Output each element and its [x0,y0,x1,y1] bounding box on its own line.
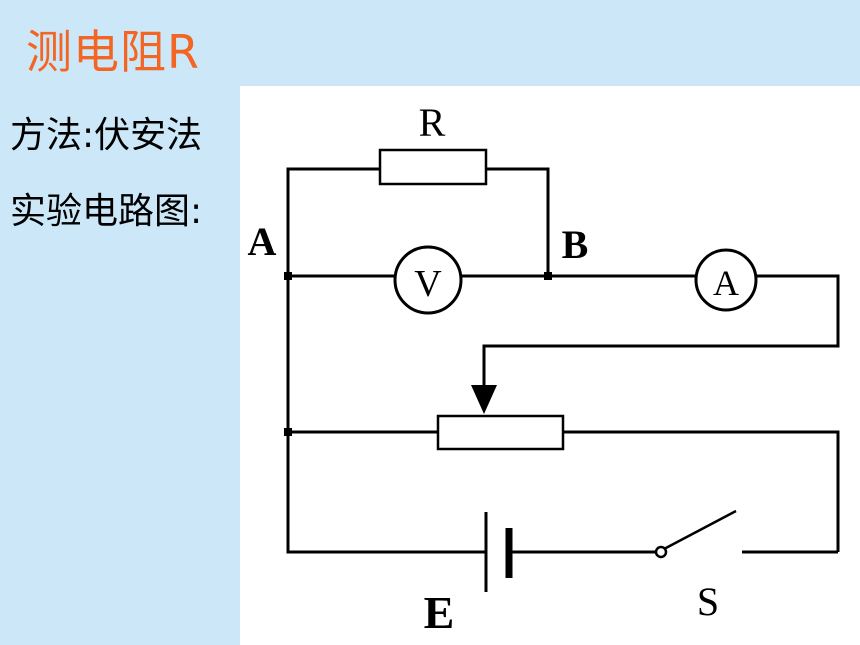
slider-arrow-icon [471,385,497,414]
wire-top-branch [286,167,550,276]
junction-a-bottom [284,428,292,436]
ammeter [694,248,758,312]
slide-title: 测电阻R [26,25,200,79]
node-a-label: A [248,219,277,264]
junction-a-top [284,272,292,280]
junction-b [544,272,552,280]
wire-rheostat-row [286,276,840,552]
method-text: 方法:伏安法 [10,115,203,156]
ammeter-label: A [713,263,739,303]
voltmeter [393,245,463,315]
circuit-text: 实验电路图: [10,191,203,232]
wire-main-line [288,274,840,385]
switch-blade [663,509,737,551]
resistor-r [378,148,488,186]
wire-bottom-row [286,432,838,554]
battery-label: E [424,587,455,638]
rheostat [436,414,565,451]
node-b-label: B [562,222,589,267]
resistor-label: R [419,100,446,145]
voltmeter-label: V [414,263,442,305]
switch-pivot [654,545,668,559]
switch-label: S [697,579,719,624]
